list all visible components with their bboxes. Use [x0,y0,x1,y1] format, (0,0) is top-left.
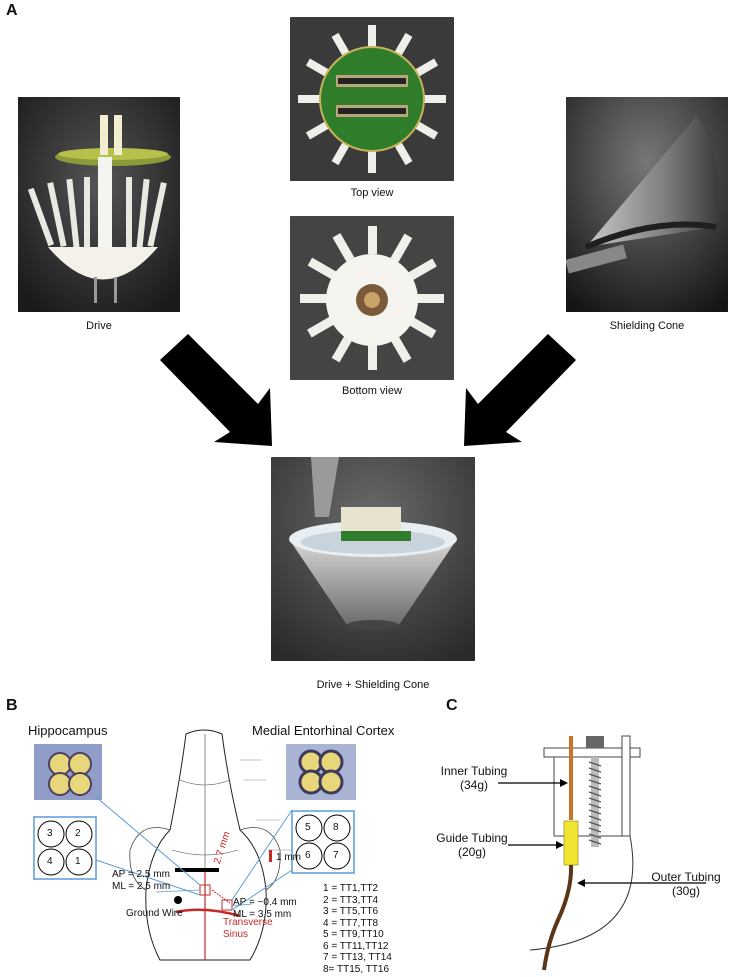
hpc-tetrode-number: 2 [75,828,81,839]
legend-entry: 6 = TT11,TT12 [323,940,389,952]
transverse-sinus-label-line2: Sinus [223,929,249,940]
right-arrow-icon [464,334,576,446]
cone-photo-art [566,97,728,312]
mec-ap-coordinate: AP = ~0.4 mm [233,897,297,908]
mec-tetrode-number: 5 [305,822,311,833]
assembly-arrows [160,334,576,446]
legend-entry: 5 = TT9,TT10 [323,929,384,940]
tetrode-legend: 1 = TT1,TT2 2 = TT3,TT4 3 = TT5,TT6 4 = … [323,883,392,975]
legend-entry: 7 = TT13, TT14 [323,952,392,963]
mec-title: Medial Entorhinal Cortex [252,723,395,738]
drive-caption: Drive [86,320,112,332]
drive-photo [18,97,180,312]
mec-tetrode-photo [286,744,356,800]
legend-entry: 1 = TT1,TT2 [323,883,379,894]
legend-entry: 4 = TT7,TT8 [323,917,379,929]
bottom-view-art [290,216,454,380]
hpc-tetrode-number: 3 [47,828,53,839]
guide-tubing-gauge: (20g) [457,845,486,859]
inner-tubing-gauge: (34g) [459,778,488,792]
inner-tubing-label: Inner Tubing (34g) [434,764,514,792]
skull-diagram [33,729,355,961]
panel-b-label: B [6,697,18,714]
hippocampus-title: Hippocampus [28,723,108,738]
outer-tubing-arrow-icon [577,879,706,887]
hpc-ml-coordinate: ML = 2.5 mm [112,881,171,892]
legend-entry: 3 = TT5,TT6 [323,906,379,917]
combined-caption: Drive + Shielding Cone [316,679,430,691]
outer-tubing-gauge: (30g) [671,884,700,898]
top-view-art [290,17,454,181]
guide-tubing-name: Guide Tubing [436,831,508,845]
mec-tetrode-number: 7 [333,850,339,861]
top-view-photo [290,17,454,181]
ground-wire-label: Ground Wire [126,908,183,919]
legend-entry: 8= TT15, TT16 [323,963,390,975]
hpc-tetrode-number: 4 [47,856,53,867]
hpc-tetrode-number: 1 [75,856,81,867]
guide-tubing-label: Guide Tubing (20g) [430,831,514,859]
mec-ml-coordinate: ML = 3.5 mm [233,909,292,920]
outer-tubing-name: Outer Tubing [651,870,721,884]
inner-tubing-arrow-icon [498,779,568,787]
combined-photo-art [271,457,475,661]
mec-tetrode-number: 6 [305,850,311,861]
guide-tubing-arrow-icon [508,841,564,849]
inner-tubing-name: Inner Tubing [440,764,508,778]
scale-bar-label: 1 mm [276,852,301,863]
shielding-cone-caption: Shielding Cone [609,320,685,332]
left-arrow-icon [160,334,272,446]
shielding-cone-photo [566,97,728,312]
drive-shielding-cone-photo [271,457,475,661]
drive-photo-art [18,97,180,312]
transverse-sinus-label-line1: Transverse [223,917,273,928]
mec-tetrode-number: 8 [333,822,339,833]
hpc-ap-coordinate: AP = 2.5 mm [112,869,170,880]
panel-c-label: C [446,697,458,714]
panel-a-label: A [6,2,18,19]
bottom-view-caption: Bottom view [342,385,402,397]
legend-entry: 2 = TT3,TT4 [323,894,379,906]
hippocampus-tetrode-photo [34,744,102,800]
tubing-diagram [498,735,706,971]
top-view-caption: Top view [350,187,394,199]
mec-tetrode-art [286,744,356,800]
hippocampus-tetrode-art [34,744,102,800]
bottom-view-photo [290,216,454,380]
outer-tubing-label: Outer Tubing (30g) [638,870,734,898]
